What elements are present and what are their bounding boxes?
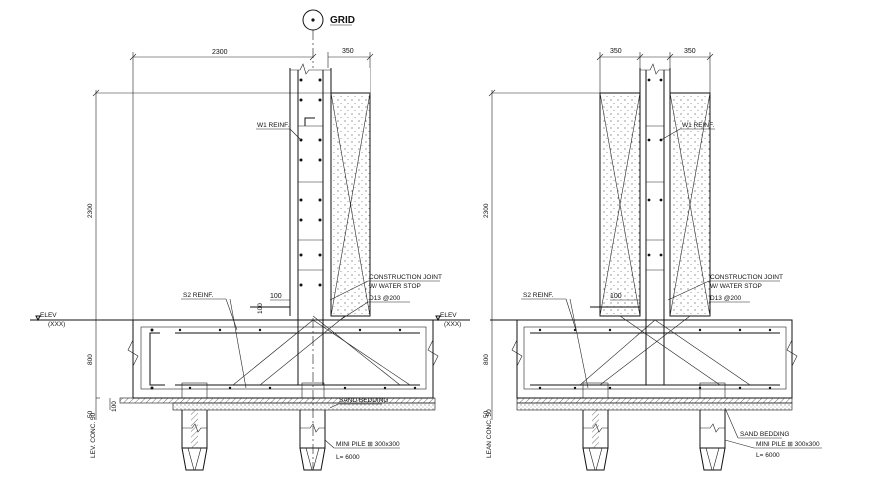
- s2-reinf-label: S2 REINF.: [183, 292, 214, 299]
- dowel-label: D13 @200: [369, 295, 401, 302]
- left-footing: [132, 319, 434, 399]
- right-detail: 350 350 2300 W1 REINF.: [435, 48, 822, 471]
- grid-label: GRID: [330, 15, 355, 26]
- lean-concrete-label-right: LEAN CONC. 50: [486, 409, 493, 458]
- dim-ledge-right: 100: [610, 293, 622, 300]
- sand-bedding-right: [516, 402, 793, 411]
- elev-sub-label-right: (XXX): [444, 321, 461, 328]
- footing-rebar-dots: [150, 328, 417, 390]
- left-pile-2: [299, 410, 326, 471]
- dim-height: 2300: [87, 203, 94, 218]
- right-pile-2: [699, 410, 726, 471]
- water-stop-label: W/ WATER STOP: [369, 283, 421, 290]
- sand-bedding: [172, 402, 436, 411]
- dim-wall: 350: [342, 48, 354, 55]
- elev-sub-label: (XXX): [48, 321, 65, 328]
- left-pile-1: [181, 410, 208, 471]
- right-pile-1: [582, 410, 609, 471]
- mini-pile-label: MINI PILE ⊞ 300x300: [336, 441, 400, 448]
- sand-bedding-label-right: SAND BEDDING: [740, 431, 789, 438]
- dim-ledge-v: 100: [257, 303, 264, 314]
- dim-ledge: 100: [270, 293, 282, 300]
- mini-pile-label-right: MINI PILE ⊞ 300x300: [756, 441, 820, 448]
- dim-lean-right: 50: [483, 410, 490, 418]
- right-footing-rebar-dots: [538, 328, 772, 390]
- lean-concrete-label: LEV. CONC. 50: [90, 412, 97, 458]
- sand-bedding-label: SAND BEDDING: [339, 397, 388, 404]
- wall-rebar-dots: [299, 78, 322, 287]
- dim-height-right: 2300: [483, 203, 490, 218]
- dim-wall-left: 350: [610, 48, 622, 55]
- s2-reinf-label-right: S2 REINF.: [523, 292, 554, 299]
- water-stop-label-right: W/ WATER STOP: [710, 283, 762, 290]
- dim-footing: 800: [87, 354, 94, 365]
- elev-label-right: ELEV: [440, 312, 457, 319]
- lean-concrete-right: [516, 397, 793, 404]
- elev-label: ELEV: [40, 312, 57, 319]
- right-footing: [516, 319, 793, 399]
- construction-joint-label-right: CONSTRUCTION JOINT: [710, 274, 783, 281]
- construction-joint-label: CONSTRUCTION JOINT: [369, 274, 442, 281]
- dowel-label-right: D13 @200: [710, 295, 742, 302]
- dim-lean: 50: [87, 410, 94, 418]
- w1-reinf-label-right: W1 REINF.: [682, 122, 714, 129]
- dim-width-top: 2300: [212, 49, 228, 56]
- pile-length-label: L= 6000: [336, 454, 360, 461]
- pile-length-label-right: L= 6000: [756, 452, 780, 459]
- left-detail: 2300 350: [30, 48, 470, 471]
- dim-footing-right: 800: [483, 354, 490, 365]
- right-wall-rebar-dots: [647, 78, 663, 257]
- w1-reinf-label: W1 REINF.: [257, 122, 289, 129]
- dim-sand: 100: [111, 401, 118, 412]
- dim-wall-right: 350: [684, 48, 696, 55]
